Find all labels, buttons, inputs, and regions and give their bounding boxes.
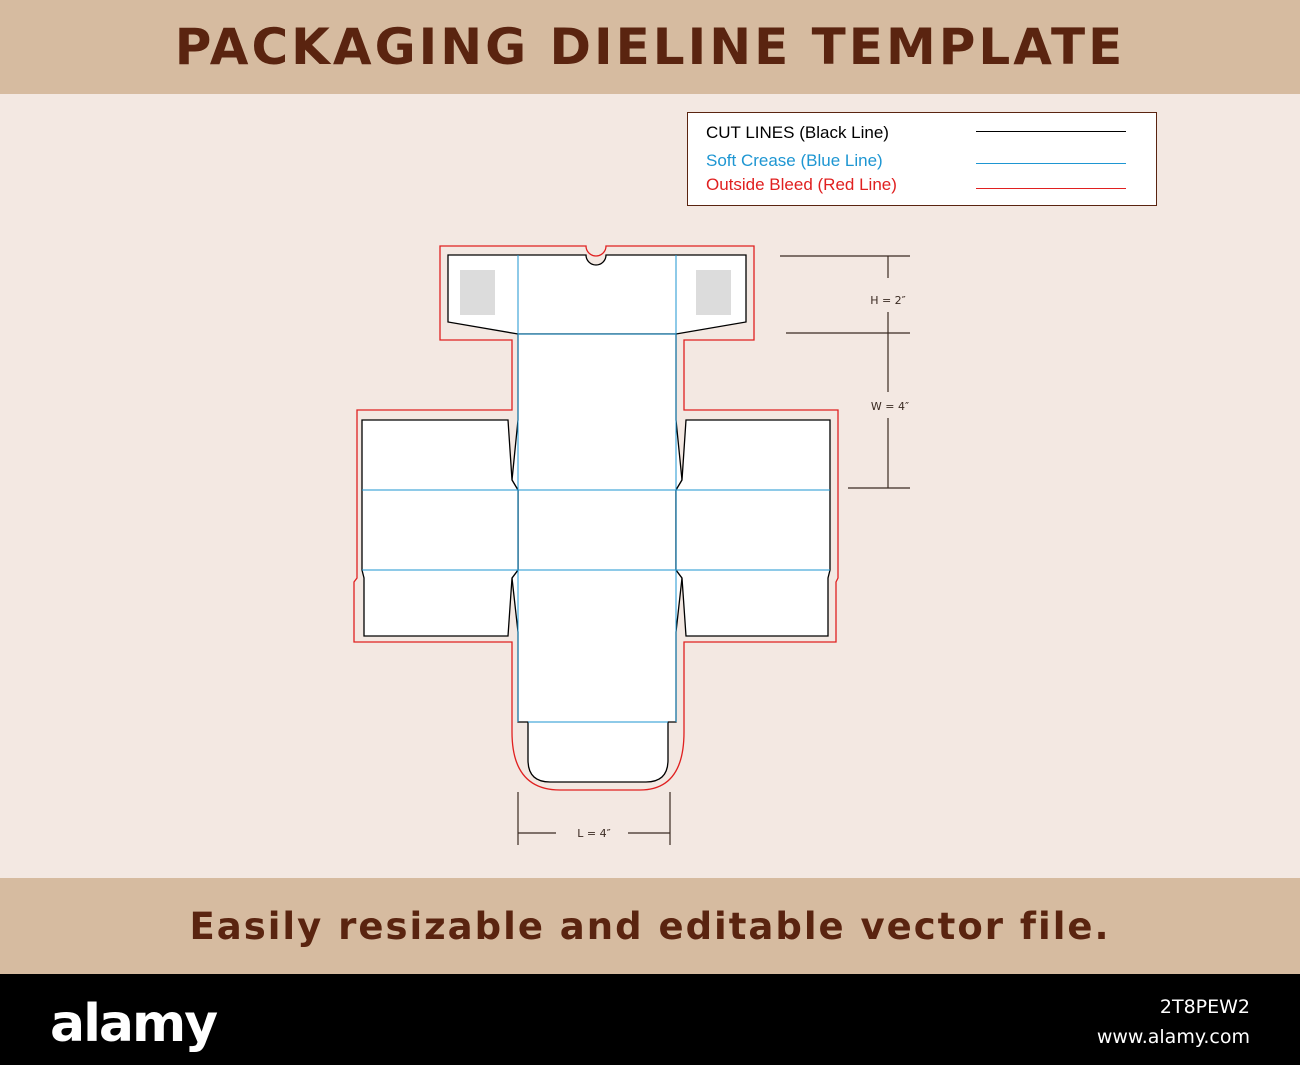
legend-label-bleed: Outside Bleed (Red Line) — [706, 175, 897, 194]
crease-lines — [362, 255, 830, 723]
dieline-diagram: H = 2″ W = 4″ L = 4″ — [353, 245, 910, 845]
dieline-canvas: H = 2″ W = 4″ L = 4″ — [0, 94, 1300, 878]
legend-label-crease: Soft Crease (Blue Line) — [706, 151, 883, 170]
width-label: W = 4″ — [871, 400, 909, 413]
watermark-bar: alamy 2T8PEW2 www.alamy.com — [0, 974, 1300, 1065]
image-id-text: 2T8PEW2 — [1159, 996, 1250, 1018]
legend-swatch-cut — [976, 131, 1126, 132]
footer-banner: Easily resizable and editable vector fil… — [0, 878, 1300, 974]
left-side-panel-cut — [361, 419, 519, 637]
page-title: PACKAGING DIELINE TEMPLATE — [174, 18, 1126, 76]
site-url-text: www.alamy.com — [1096, 1026, 1250, 1048]
brand-logo: alamy — [50, 994, 218, 1054]
legend-item-crease: Soft Crease (Blue Line) — [706, 151, 883, 171]
legend-box: CUT LINES (Black Line) Soft Crease (Blue… — [687, 112, 1157, 206]
legend-item-bleed: Outside Bleed (Red Line) — [706, 175, 897, 195]
top-flap-cut — [447, 254, 747, 335]
header-banner: PACKAGING DIELINE TEMPLATE — [0, 0, 1300, 94]
dimension-lines — [517, 255, 910, 845]
main-column-cut — [511, 333, 683, 783]
legend-swatch-bleed — [976, 188, 1126, 189]
length-label: L = 4″ — [577, 827, 610, 840]
legend-item-cut: CUT LINES (Black Line) — [706, 123, 889, 143]
bleed-outline — [353, 245, 839, 791]
glue-area-left — [460, 270, 495, 315]
right-side-panel-cut — [675, 419, 831, 637]
height-label: H = 2″ — [870, 294, 906, 307]
footer-caption: Easily resizable and editable vector fil… — [189, 904, 1111, 948]
glue-area-right — [696, 270, 731, 315]
legend-label-cut: CUT LINES (Black Line) — [706, 123, 889, 142]
legend-swatch-crease — [976, 163, 1126, 164]
